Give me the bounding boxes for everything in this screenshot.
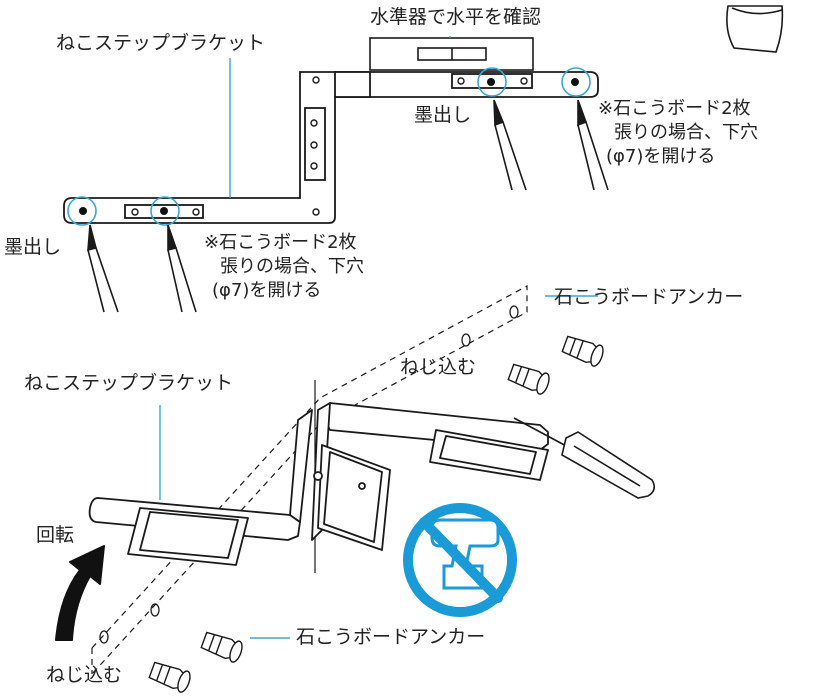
wall-dashed [91,284,528,675]
container-icon [726,5,784,53]
top-bracket-label: ねこステップブラケット [56,32,266,54]
screw-label-bottom: ねじ込む [46,664,123,686]
pencil-icon [87,99,609,313]
anchor-label-bottom: 石こうボードアンカー [296,626,486,648]
note-right-line2: 張りの場合、下穴 [614,122,758,143]
screw-label-top: ねじ込む [400,356,477,378]
note-right-line1: ※石こうボード2枚 [598,98,751,119]
rotate-label: 回転 [36,524,75,546]
rotate-arrow-icon [55,545,105,641]
drywall-anchor-icon [148,335,604,693]
note-right-line3: (φ7)を開ける [606,146,716,167]
rotated-bracket [88,409,313,566]
mark-label-right: 墨出し [414,104,472,126]
note-left-line3: (φ7)を開ける [212,280,322,301]
note-left-line1: ※石こうボード2枚 [204,232,357,253]
no-power-drill-icon [403,503,517,617]
top-bracket-holes [131,76,528,216]
top-bracket [63,71,599,224]
anchor-label-top: 石こうボードアンカー [554,286,744,308]
callout-lines [159,36,598,639]
bottom-bracket-label: ねこステップブラケット [24,372,234,394]
level-label: 水準器で水平を確認 [370,6,542,28]
level-icon [369,37,534,71]
screwdriver-icon [513,417,656,499]
mounted-bracket [311,402,549,551]
note-left-line2: 張りの場合、下穴 [220,256,364,277]
top-mark-points [67,67,591,226]
mark-label-left: 墨出し [4,236,62,258]
